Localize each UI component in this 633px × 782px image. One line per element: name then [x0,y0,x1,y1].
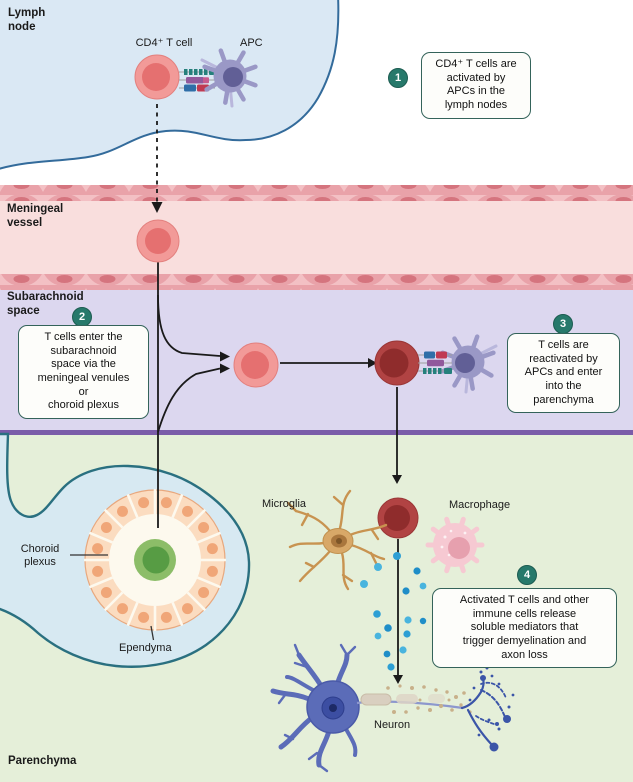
myelin-debris [386,684,472,714]
macrophage-cell [425,516,485,574]
ependyma-pointer-line [150,625,155,641]
step-badge-2: 2 [72,307,92,327]
cd4-t-cell-lymph [134,54,180,100]
meningeal-vessel-label: Meningeal vessel [7,203,64,229]
activated-t-cell-subarachnoid [374,340,420,386]
macrophage-label: Macrophage [449,499,511,511]
endothelium-bottom-row [0,274,633,290]
t-cell-in-vessel [136,219,180,263]
neuron-label: Neuron [374,719,411,731]
step-badge-1: 1 [388,68,408,88]
meningeal-vessel-band [0,185,633,291]
choroid-plexus-label: Choroid plexus [20,543,60,568]
endothelium-top-row [0,185,633,201]
step-note-2: T cells enter the subarachnoid space via… [18,325,149,419]
ependymal-cell-nuclei [92,497,218,623]
arrowheads [151,202,403,684]
t-cell-subarachnoid [233,342,279,388]
cd4-t-cell-label: CD4⁺ T cell [135,37,193,49]
pia-border-line [0,430,633,435]
subarachnoid-space-label: Subarachnoid space [7,291,84,317]
microglia-cell [286,489,388,591]
neuron-cell [270,643,360,773]
axon-terminal-boutons [468,666,515,752]
flow-arrows [156,104,399,676]
curve-choroid-entry [157,367,221,433]
choroid-plexus-ring [84,489,226,631]
lymph-node-label: Lymph node [8,7,46,33]
step-note-3: T cells are reactivated by APCs and ente… [507,333,620,414]
curve-venule-entry [157,294,221,357]
choroid-green-cell [134,539,176,581]
microglia-label: Microglia [262,498,307,510]
step-note-1: CD4⁺ T cells are activated by APCs in th… [421,52,531,119]
soluble-mediator-dots [360,552,427,671]
myelin-segments [360,693,445,706]
step-badge-4: 4 [517,565,537,585]
parenchyma-label: Parenchyma [8,755,77,767]
step-note-4: Activated T cells and other immune cells… [432,588,617,669]
axon-terminal [460,677,507,747]
tcr-apc-synapse-subarachnoid [418,351,452,374]
step-badge-3: 3 [553,314,573,334]
apc-label: APC [240,37,263,49]
activated-t-cell-parenchyma [377,497,419,539]
ependyma-label: Ependyma [119,642,172,654]
